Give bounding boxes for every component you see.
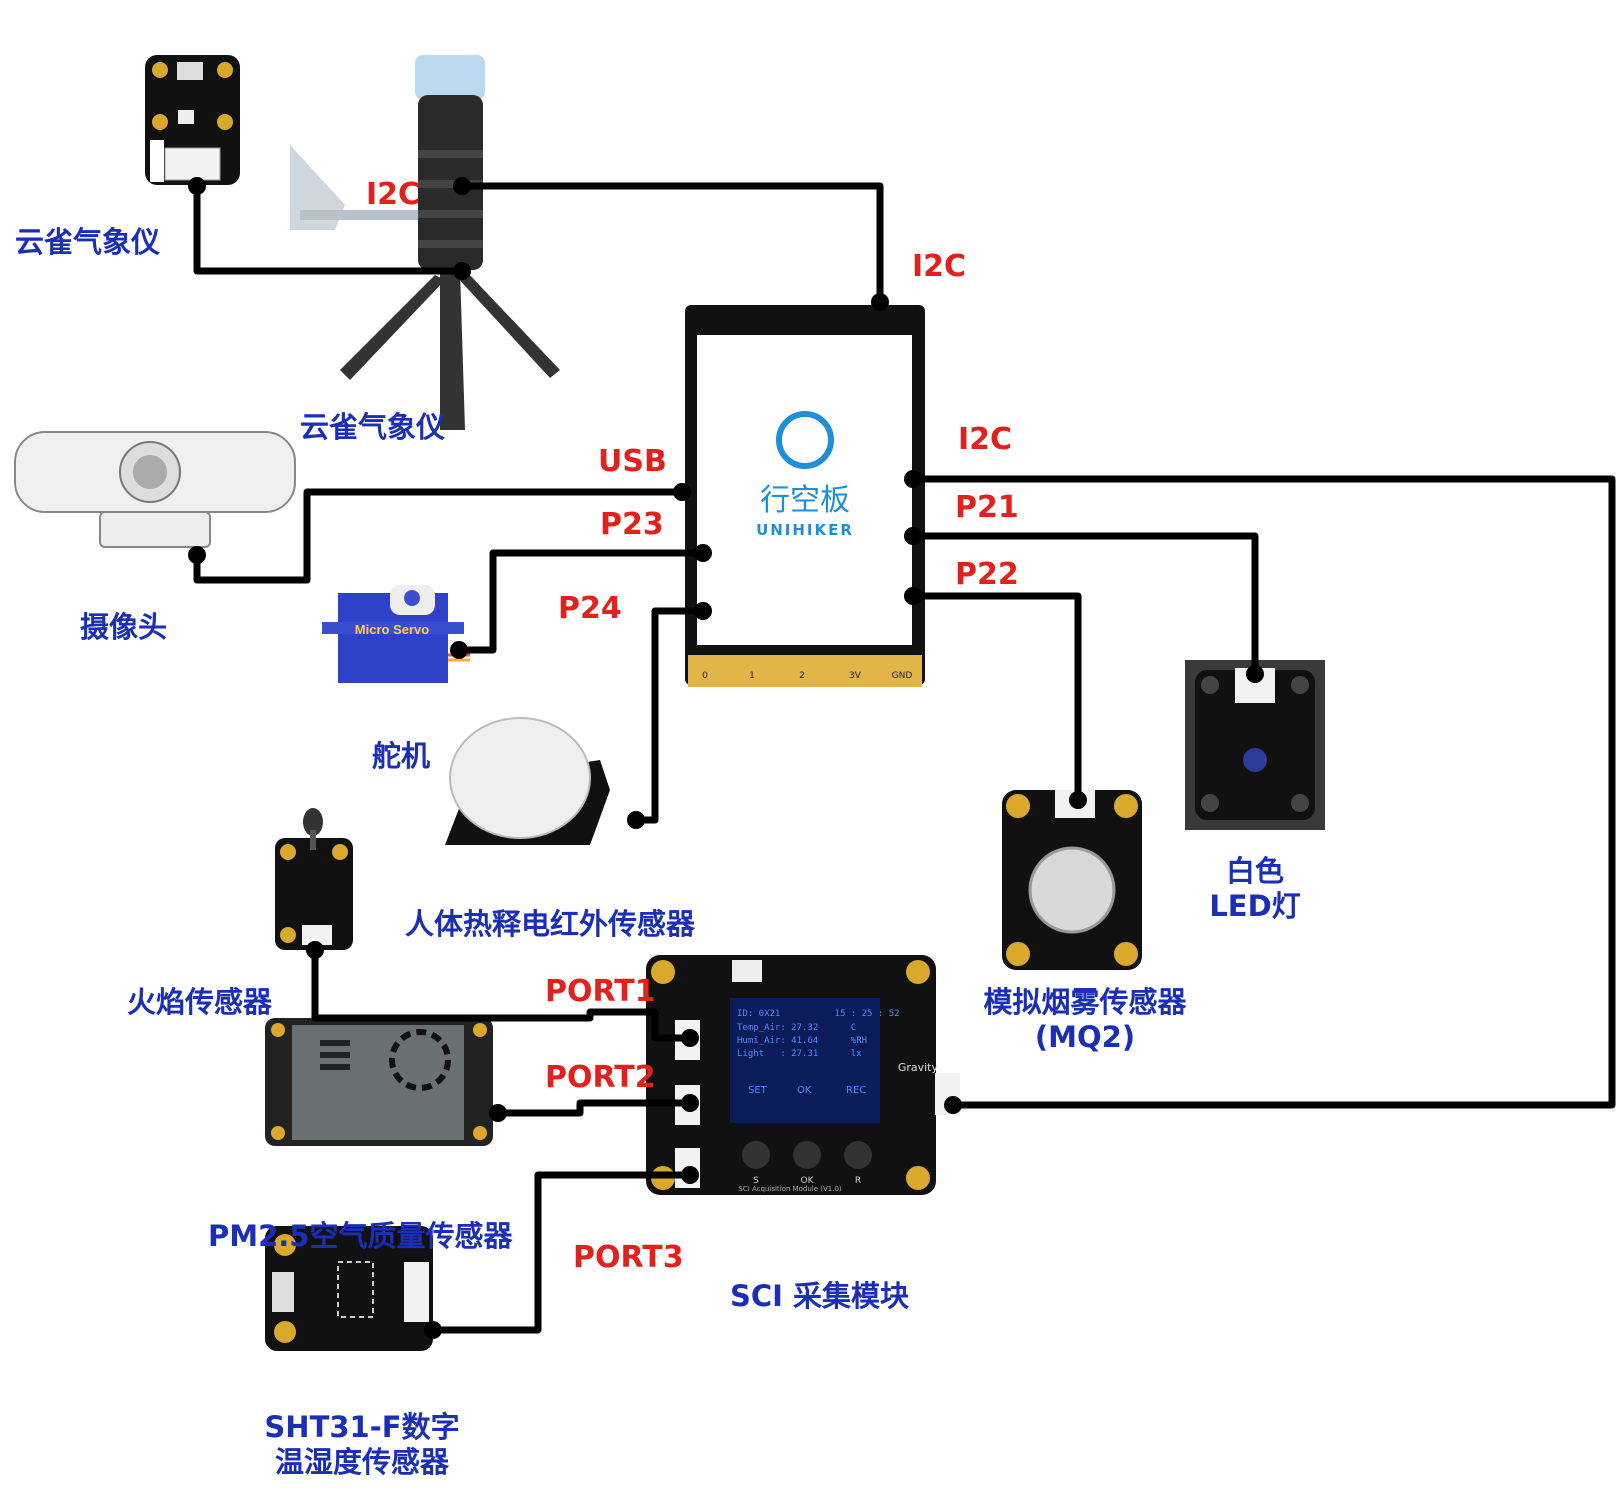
led-module-illustration <box>1185 660 1325 830</box>
board-pin-2: 2 <box>799 671 805 681</box>
board-pin-3v: 3V <box>849 671 862 681</box>
wire-weather-module <box>193 186 462 275</box>
sci-screen-row1: ID: 0X21 15 : 25 : 52 <box>737 1009 900 1019</box>
conn-port1: PORT1 <box>545 974 656 1009</box>
sci-gravity-text: Gravity <box>898 1061 939 1074</box>
wire-port1-flame <box>311 950 690 1042</box>
label-led-line2: LED灯 <box>1209 889 1301 923</box>
label-weather-station: 云雀气象仪 <box>300 410 446 444</box>
wire-p22-mq2 <box>913 592 1082 800</box>
label-flame: 火焰传感器 <box>127 985 273 1019</box>
weather-module-pcb <box>145 55 240 185</box>
sci-screen-row4: Light : 27.31 lx <box>737 1049 862 1059</box>
wire-endpoints <box>188 177 1264 1339</box>
board-pin-0: 0 <box>702 671 708 681</box>
label-led-line1: 白色 <box>1225 854 1284 888</box>
sht31-illustration <box>265 1226 433 1351</box>
sci-key-s: S <box>753 1176 759 1186</box>
conn-port3: PORT3 <box>573 1240 684 1275</box>
sci-screen-btn-set: SET <box>748 1085 768 1096</box>
mq2-illustration <box>1002 790 1142 970</box>
label-mq2-line2: (MQ2) <box>1034 1020 1136 1054</box>
conn-i2c-top: I2C <box>912 249 967 284</box>
label-pir: 人体热释电红外传感器 <box>405 907 696 941</box>
servo-illustration: Micro Servo <box>322 585 470 683</box>
conn-p23: P23 <box>600 507 664 542</box>
flame-sensor-illustration <box>275 808 353 950</box>
label-sht31-line2: 温湿度传感器 <box>274 1445 449 1479</box>
wire-p21-led <box>913 532 1259 674</box>
camera-illustration <box>14 431 296 548</box>
conn-p24: P24 <box>558 591 622 626</box>
conn-usb: USB <box>598 444 667 479</box>
label-pm25: PM2.5空气质量传感器 <box>208 1219 513 1253</box>
conn-i2c-weather: I2C <box>366 177 421 212</box>
pir-illustration <box>445 717 610 845</box>
conn-i2c-right: I2C <box>958 422 1013 457</box>
board-pin-1: 1 <box>749 671 755 681</box>
label-servo: 舵机 <box>372 739 431 773</box>
wire-i2c-sci <box>913 475 1616 1109</box>
sci-module-illustration: ID: 0X21 15 : 25 : 52 Temp_Air: 27.32 C … <box>646 955 960 1195</box>
wire-port2-pm25 <box>498 1099 690 1117</box>
sci-bottom-text: SCI Acquisition Module (V1.0) <box>738 1185 842 1193</box>
wire-i2c-weather-top <box>462 182 884 302</box>
label-mq2-line1: 模拟烟雾传感器 <box>983 985 1187 1019</box>
label-mq2: 模拟烟雾传感器 (MQ2) <box>975 988 1195 1052</box>
conn-p22: P22 <box>955 557 1019 592</box>
label-sht31-line1: SHT31-F数字 <box>264 1410 460 1444</box>
board-brand-en: UNIHIKER <box>756 521 854 539</box>
wire-port3-sht31 <box>433 1171 690 1334</box>
sci-key-r: R <box>855 1176 861 1186</box>
label-led: 白色 LED灯 <box>1190 857 1320 921</box>
unihiker-board: 行空板 UNIHIKER 0 1 2 3V GND <box>685 305 925 687</box>
weather-station-illustration <box>290 55 560 430</box>
conn-p21: P21 <box>955 490 1019 525</box>
label-sht31: SHT31-F数字 温湿度传感器 <box>262 1413 462 1477</box>
servo-text: Micro Servo <box>355 622 429 637</box>
board-brand-cn: 行空板 <box>760 483 850 518</box>
conn-port2: PORT2 <box>545 1060 656 1095</box>
wires <box>193 182 1616 1334</box>
pm25-illustration <box>265 1018 493 1146</box>
wire-usb-camera <box>193 488 682 584</box>
sci-screen-row2: Temp_Air: 27.32 C <box>737 1023 856 1033</box>
sci-screen-btn-ok: OK <box>797 1085 812 1096</box>
sci-screen-btn-rec: REC <box>846 1085 866 1096</box>
wire-p23-servo <box>459 549 703 654</box>
sci-screen-row3: Humi_Air: 41.64 %RH <box>737 1036 867 1046</box>
label-sci: SCI 采集模块 <box>730 1279 910 1313</box>
sci-key-ok: OK <box>801 1176 815 1186</box>
board-pin-gnd: GND <box>892 671 913 681</box>
wire-p24-pir <box>636 607 703 824</box>
label-weather-module: 云雀气象仪 <box>15 225 161 259</box>
label-camera: 摄像头 <box>80 610 168 644</box>
